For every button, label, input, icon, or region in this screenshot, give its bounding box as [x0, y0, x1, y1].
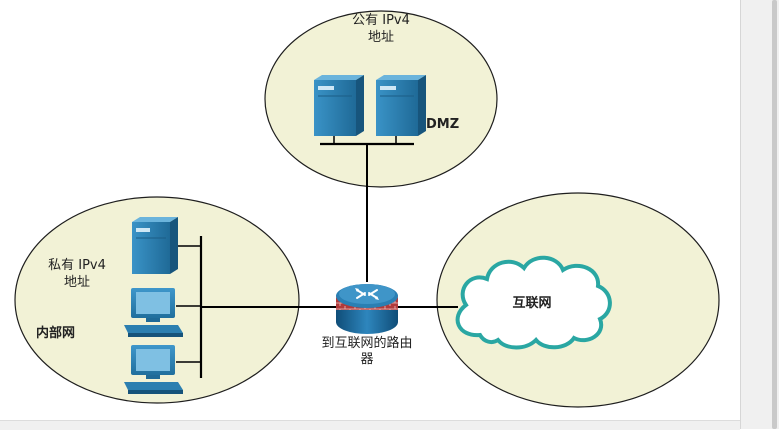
- pc-1: [124, 288, 183, 337]
- vertical-scrollbar[interactable]: [772, 0, 777, 429]
- private-server: [132, 217, 178, 274]
- router-label-line1: 到互联网的路由: [321, 336, 413, 351]
- private-title-line1: 私有 IPv4: [48, 258, 106, 273]
- private-label: 内部网: [36, 326, 76, 341]
- internet-label: 互联网: [512, 296, 552, 311]
- pc-2: [124, 345, 183, 394]
- dmz-server-2: [376, 75, 426, 144]
- internet-cloud: [455, 255, 612, 350]
- router: [336, 284, 398, 334]
- dmz-title-line1: 公有 IPv4: [352, 13, 410, 28]
- router-label-line2: 器: [360, 352, 374, 367]
- bottom-edge: [0, 420, 740, 430]
- dmz-server-1: [314, 75, 364, 144]
- dmz-label: DMZ: [426, 117, 460, 132]
- private-title-line2: 地址: [63, 275, 90, 290]
- dmz-title-line2: 地址: [367, 30, 394, 45]
